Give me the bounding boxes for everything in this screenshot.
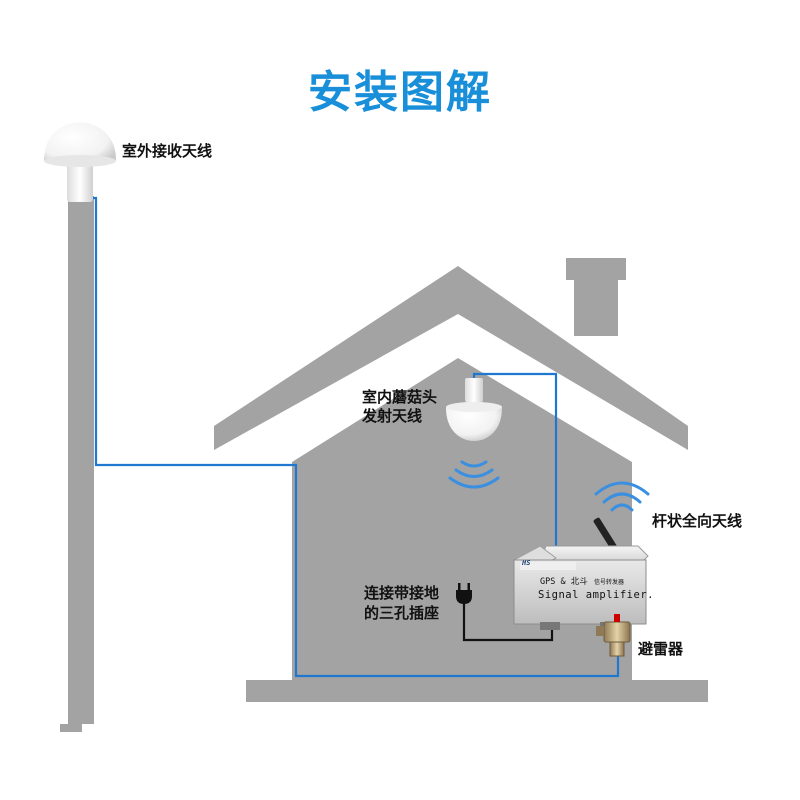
amplifier-logo: HS [522, 559, 531, 567]
plug-icon [456, 583, 472, 604]
power-cable [462, 600, 554, 642]
coax-cable-indoor [472, 372, 558, 548]
outdoor-antenna [44, 122, 116, 202]
label-indoor-antenna-2: 发射天线 [362, 407, 423, 425]
coax-cable-outdoor [84, 196, 620, 678]
label-indoor-antenna-1: 室内蘑菇头 [362, 388, 438, 406]
label-outdoor-antenna: 室外接收天线 [122, 142, 213, 160]
indoor-antenna [446, 378, 502, 441]
label-socket-2: 的三孔插座 [364, 604, 440, 622]
label-lightning-arrester: 避雷器 [638, 640, 684, 658]
signal-amplifier [513, 545, 649, 630]
house [214, 258, 708, 702]
signal-waves-icon [594, 481, 650, 512]
label-rod-antenna: 杆状全向天线 [652, 512, 743, 530]
label-socket-1: 连接带接地 [364, 584, 440, 602]
amplifier-text-signal: Signal amplifier. [538, 589, 654, 601]
page-title: 安装图解 [308, 67, 492, 118]
signal-waves-icon [448, 460, 500, 489]
antenna-pole [60, 196, 94, 732]
lightning-arrester-icon [596, 614, 631, 657]
amplifier-text-gps: GPS & 北斗 [540, 577, 588, 587]
amplifier-text-model: 信号转发器 [594, 579, 625, 586]
